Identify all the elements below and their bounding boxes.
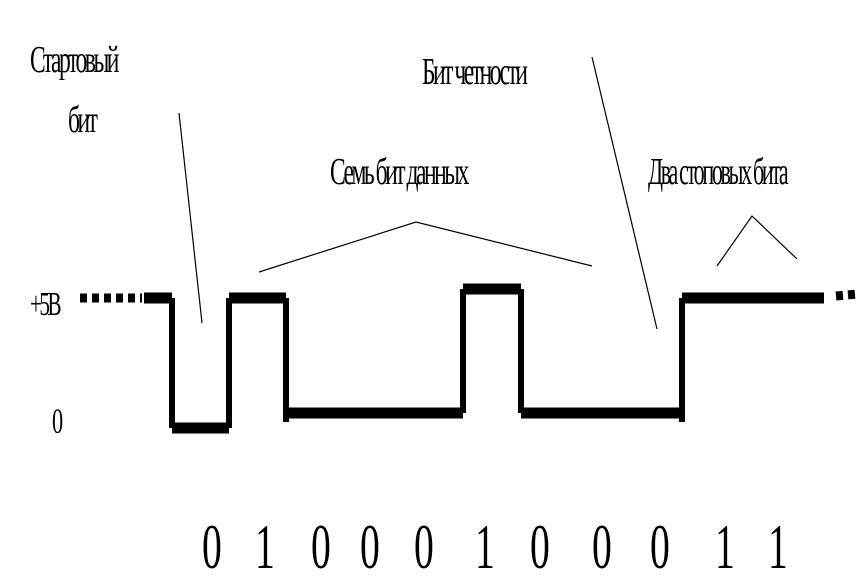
bit-value: 0 [311, 511, 331, 582]
idle-dashed-right [835, 289, 859, 301]
bit-value: 0 [592, 511, 612, 582]
bit-value: 0 [360, 511, 380, 582]
bit-value: 1 [715, 511, 735, 582]
bracket-stop-bits [716, 215, 798, 267]
start-bit-label-line2: бит [68, 99, 98, 141]
bit-value: 0 [414, 511, 434, 582]
level-high-label: +5В [30, 286, 62, 323]
start-bit-label: Стартовый [30, 39, 119, 81]
bit-value: 1 [768, 511, 788, 582]
leader-start-bit [178, 112, 203, 324]
bit-value: 1 [475, 511, 495, 582]
bit-value: 0 [202, 511, 222, 582]
bit-value: 0 [650, 511, 670, 582]
bracket-data-bits [258, 221, 593, 273]
bit-value: 0 [530, 511, 550, 582]
level-low-label: 0 [52, 401, 63, 441]
parity-bit-label: Бит четности [422, 51, 528, 93]
bit-value: 1 [255, 511, 275, 582]
data-bits-label: Семь бит данных [330, 151, 469, 193]
stop-bits-label: Два стоповых бита [648, 151, 789, 193]
leader-parity-bit [591, 56, 658, 330]
